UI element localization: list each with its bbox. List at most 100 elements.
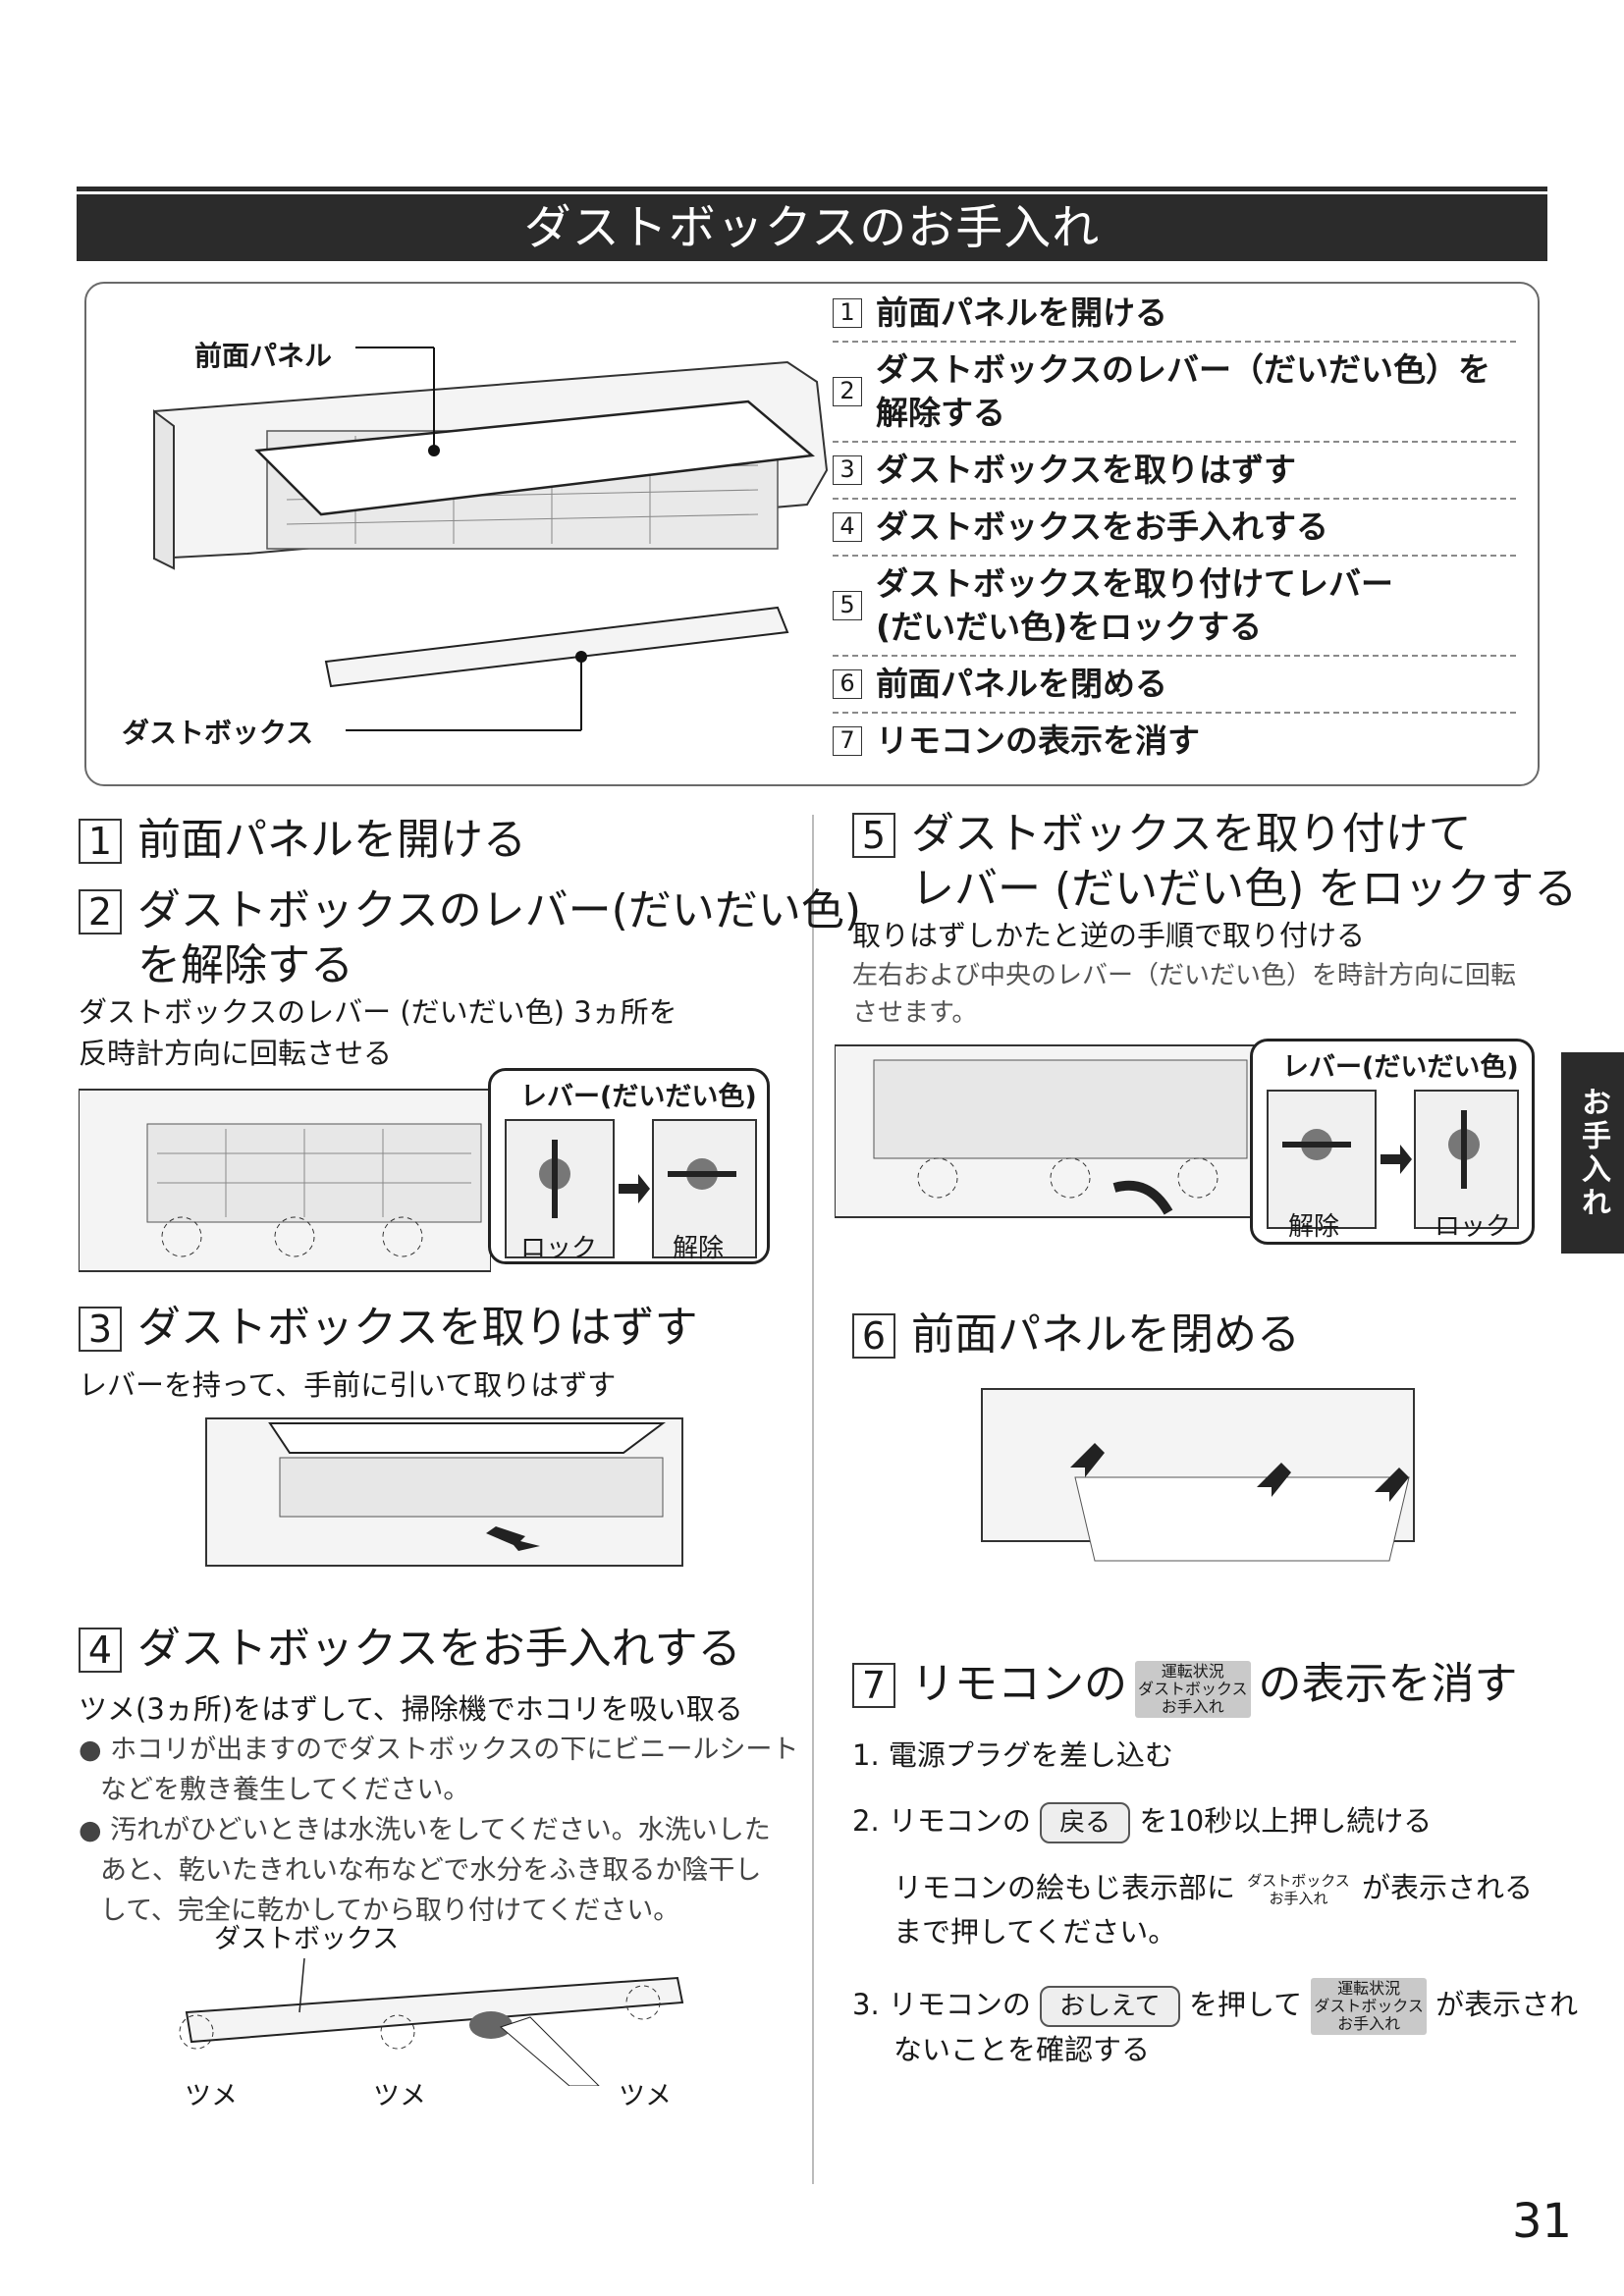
icon-text: お手入れ xyxy=(1161,1697,1224,1716)
section-6-heading: 6 前面パネルを閉める xyxy=(852,1308,1300,1362)
dustbox-care-display-icon: ダストボックス お手入れ xyxy=(1244,1870,1353,1909)
label-dust-box: ダストボックス xyxy=(214,1924,400,1954)
oshiete-button: おしえて xyxy=(1040,1986,1180,2027)
icon-text: 運転状況 xyxy=(1161,1662,1224,1681)
step-text: ダストボックスをお手入れする xyxy=(876,507,1329,546)
step-text: ダストボックスを取りはずす xyxy=(876,451,1297,489)
column-divider xyxy=(812,815,814,2184)
section-title: 前面パネルを開ける xyxy=(137,815,526,865)
page-title: ダストボックスのお手入れ xyxy=(77,194,1547,261)
section-title: ダストボックスを取り付けて xyxy=(911,809,1472,859)
step-text: を10秒以上押し続ける xyxy=(1139,1804,1433,1838)
step-number: 5 xyxy=(833,591,862,620)
section-title: ダストボックスを取りはずす xyxy=(137,1303,698,1353)
step-number: 2 xyxy=(833,377,862,406)
section-number: 2 xyxy=(79,889,122,934)
step-text: 3. リモコンの xyxy=(852,1988,1031,2021)
section-title: ダストボックスをお手入れする xyxy=(137,1624,741,1674)
section-5-heading: 5 ダストボックスを取り付けて レバー (だいだい色) をロックする xyxy=(852,807,1577,917)
section-4-desc: ツメ(3ヵ所)をはずして、掃除機でホコリを吸い取る xyxy=(79,1692,743,1726)
icon-text: ダストボックス xyxy=(1138,1680,1248,1698)
bullet-text: 汚れがひどいときは水洗いをしてください。水洗いした xyxy=(110,1815,771,1845)
section-title: を解除する xyxy=(137,940,353,990)
label-tsume: ツメ xyxy=(619,2081,672,2111)
section-7-heading: 7 リモコンの 運転状況 ダストボックス お手入れ の表示を消す xyxy=(852,1657,1518,1718)
bullet-text: ホコリが出ますのでダストボックスの下にビニールシート xyxy=(110,1735,799,1765)
step-text: リモコンの絵もじ表示部に xyxy=(893,1871,1236,1904)
step-text: 前面パネルを閉める xyxy=(876,665,1167,703)
bullet-1: ● ホコリが出ますのでダストボックスの下にビニールシート xyxy=(79,1735,799,1765)
bullet-text: あと、乾いたきれいな布などで水分をふき取るか陰干し xyxy=(100,1855,762,1886)
section-title: ダストボックスのレバー(だいだい色) xyxy=(137,885,862,935)
step-text: まで押してください。 xyxy=(893,1915,1177,1949)
section-number: 5 xyxy=(852,813,895,858)
overview-step: 3 ダストボックスを取りはずす xyxy=(833,443,1516,500)
step-text: ないことを確認する xyxy=(893,2033,1151,2066)
bullet-text: して、完全に乾かしてから取り付けてください。 xyxy=(100,1896,680,1926)
section-3-heading: 3 ダストボックスを取りはずす xyxy=(79,1301,698,1356)
dustbox-care-icon: 運転状況 ダストボックス お手入れ xyxy=(1311,1978,1427,2035)
section-number: 3 xyxy=(79,1307,122,1352)
step-text: が表示され xyxy=(1435,1988,1579,2021)
overview-step: 5 ダストボックスを取り付けてレバー(だいだい色)をロックする xyxy=(833,557,1516,657)
section-number: 6 xyxy=(852,1313,895,1359)
section-title: リモコンの xyxy=(911,1659,1127,1709)
dustbox-care-icon: 運転状況 ダストボックス お手入れ xyxy=(1135,1661,1251,1718)
section-title: の表示を消す xyxy=(1258,1659,1518,1709)
title-rule xyxy=(77,187,1547,191)
step-7-1: 1. 電源プラグを差し込む xyxy=(852,1738,1173,1772)
label-release: 解除 xyxy=(673,1234,725,1263)
lever-detail-box: レバー(だいだい色) ロック 解除 xyxy=(488,1068,770,1264)
lever-release-illustration xyxy=(79,1089,491,1272)
section-number: 4 xyxy=(79,1628,122,1673)
overview-step-list: 1 前面パネルを開ける 2 ダストボックスのレバー（だいだい色）を解除する 3 … xyxy=(833,286,1516,769)
section-2-heading: 2 ダストボックスのレバー(だいだい色) を解除する xyxy=(79,883,861,993)
aircon-overview-illustration xyxy=(153,347,829,731)
step-number: 3 xyxy=(833,455,862,485)
clean-dustbox-illustration xyxy=(179,1958,684,2086)
overview-step: 2 ダストボックスのレバー（だいだい色）を解除する xyxy=(833,343,1516,443)
step-text: 2. リモコンの xyxy=(852,1804,1031,1838)
remove-dustbox-illustration xyxy=(205,1417,683,1567)
icon-text: お手入れ xyxy=(1269,1890,1328,1907)
lever-lock-illustration xyxy=(835,1044,1257,1218)
section-5-note: 左右および中央のレバー（だいだい色）を時計方向に回転 xyxy=(852,961,1517,990)
step-7-2-sub: リモコンの絵もじ表示部に ダストボックス お手入れ が表示される xyxy=(893,1865,1533,1910)
overview-step: 4 ダストボックスをお手入れする xyxy=(833,500,1516,557)
lever-title: レバー(だいだい色) xyxy=(1282,1052,1519,1083)
section-2-desc: ダストボックスのレバー (だいだい色) 3ヵ所を xyxy=(79,995,677,1029)
close-panel-illustration xyxy=(981,1388,1415,1562)
lever-title: レバー(だいだい色) xyxy=(520,1082,757,1112)
section-2-desc: 反時計方向に回転させる xyxy=(79,1037,393,1070)
label-dust-box: ダストボックス xyxy=(122,717,314,749)
bullet-text: などを敷き養生してください。 xyxy=(100,1775,470,1805)
side-tab: お手入れ xyxy=(1561,1052,1624,1254)
step-text: 前面パネルを開ける xyxy=(876,294,1167,332)
label-tsume: ツメ xyxy=(185,2081,238,2111)
section-number: 7 xyxy=(852,1663,895,1708)
section-5-desc: 取りはずしかたと逆の手順で取り付ける xyxy=(852,919,1366,952)
label-release: 解除 xyxy=(1288,1212,1340,1242)
icon-text: ダストボックス xyxy=(1247,1872,1350,1890)
icon-text: お手入れ xyxy=(1337,2014,1401,2033)
icon-text: 運転状況 xyxy=(1337,1979,1401,1998)
step-7-2: 2. リモコンの 戻る を10秒以上押し続ける xyxy=(852,1798,1432,1843)
label-lock: ロック xyxy=(520,1234,598,1263)
bullet-2: ● 汚れがひどいときは水洗いをしてください。水洗いした xyxy=(79,1815,771,1845)
step-7-3: 3. リモコンの おしえて を押して 運転状況 ダストボックス お手入れ が表示… xyxy=(852,1978,1578,2035)
lever-detail-box: レバー(だいだい色) 解除 ロック xyxy=(1250,1039,1535,1245)
step-number: 7 xyxy=(833,726,862,756)
back-button: 戻る xyxy=(1040,1802,1131,1843)
overview-box: 前面パネル ダストボックス 1 前面パネルを開ける 2 ダストボックスのレバー（… xyxy=(84,282,1540,786)
step-text: リモコンの表示を消す xyxy=(876,721,1200,760)
section-title: レバー (だいだい色) をロックする xyxy=(911,864,1578,914)
section-number: 1 xyxy=(79,819,122,864)
page-number: 31 xyxy=(1512,2194,1573,2249)
overview-step: 1 前面パネルを開ける xyxy=(833,286,1516,343)
step-number: 4 xyxy=(833,512,862,542)
section-title: 前面パネルを閉める xyxy=(911,1309,1300,1360)
section-5-note: させます。 xyxy=(852,998,978,1028)
label-front-panel: 前面パネル xyxy=(194,340,333,372)
step-text: を押して xyxy=(1189,1988,1303,2021)
step-text: ダストボックスを取り付けてレバー(だいだい色)をロックする xyxy=(876,564,1394,646)
